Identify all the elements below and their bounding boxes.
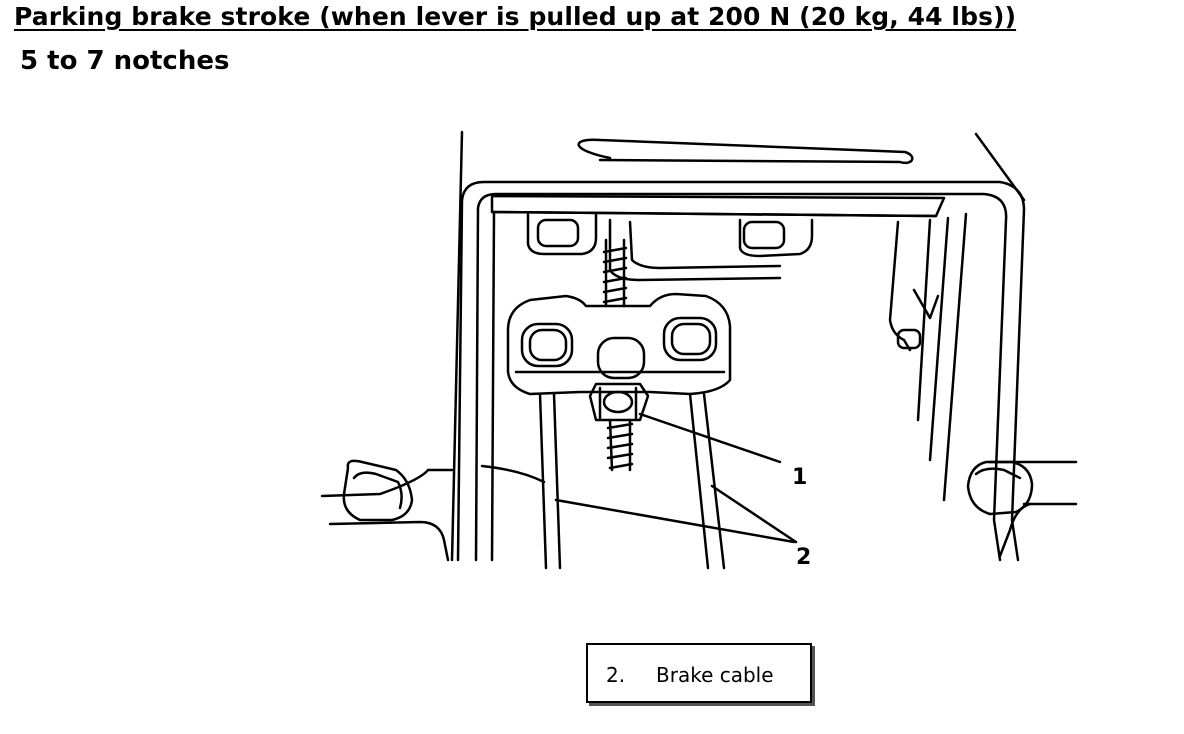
equalizer bbox=[506, 292, 732, 396]
legend-number: 2. bbox=[606, 663, 626, 687]
brake-cable-right bbox=[688, 392, 726, 570]
bracket-inner bbox=[474, 192, 1008, 562]
leader-2b bbox=[710, 484, 798, 544]
page-title: Parking brake stroke (when lever is pull… bbox=[14, 2, 1017, 31]
callout-2: 2 bbox=[796, 545, 811, 570]
adjusting-nut bbox=[588, 382, 650, 422]
stroke-spec: 5 to 7 notches bbox=[20, 46, 230, 76]
callout-1: 1 bbox=[792, 465, 807, 490]
left-edge bbox=[450, 130, 464, 562]
legend-box: 2. Brake cable bbox=[586, 643, 812, 703]
bracket-outer bbox=[456, 180, 1026, 562]
leader-2a bbox=[554, 498, 796, 544]
leader-1 bbox=[638, 412, 782, 464]
right-edge bbox=[974, 132, 1026, 202]
legend-label: Brake cable bbox=[656, 663, 774, 687]
top-rod bbox=[577, 138, 914, 165]
